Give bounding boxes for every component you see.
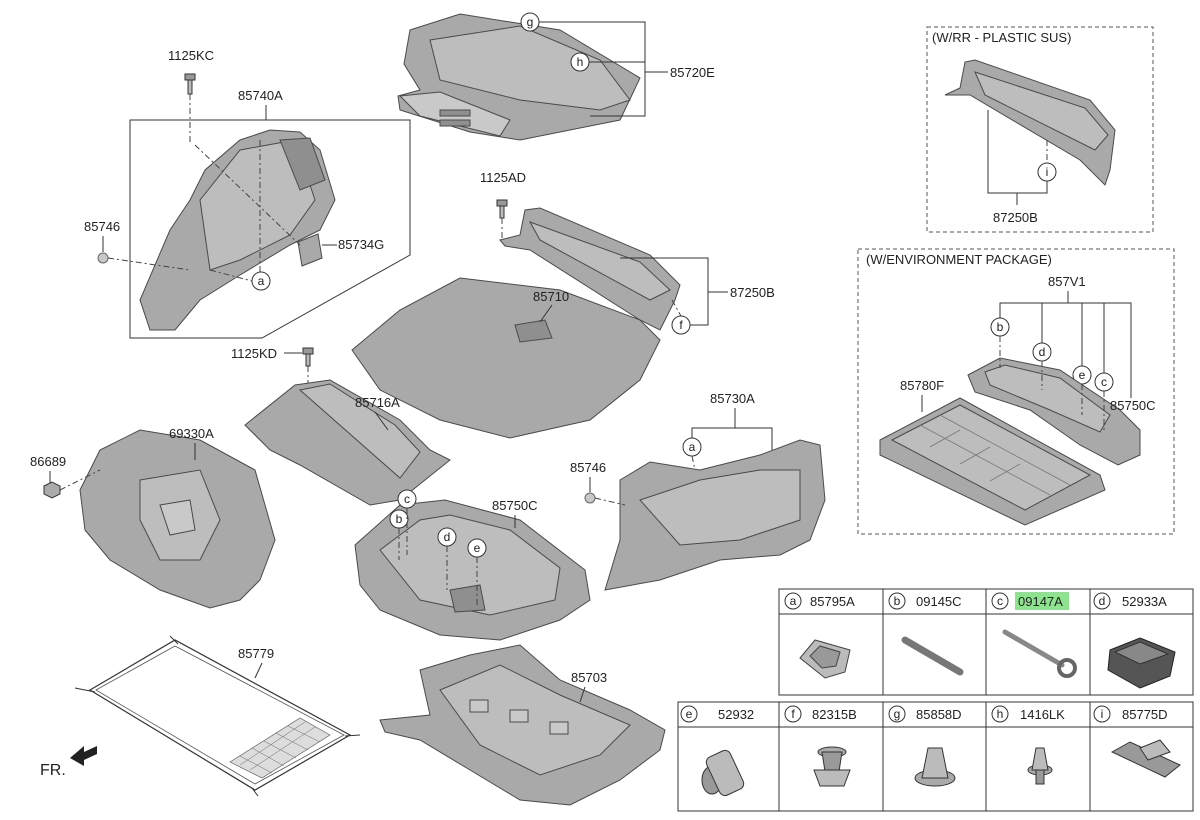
legend-cell-i: i 85775D: [1093, 705, 1168, 723]
legend-key-c: c: [997, 594, 1003, 608]
callout-c-mid: c: [404, 492, 410, 506]
part-85779-shape: [74, 635, 361, 797]
legend-cell-e: e 52932: [680, 705, 754, 723]
label-1125KC: 1125KC: [168, 48, 214, 63]
label-85734G: 85734G: [338, 237, 384, 252]
part-69330A-shape: [79, 429, 276, 609]
box2-label-857V1: 857V1: [1048, 274, 1086, 289]
option-box-plastic-sus: [926, 26, 1154, 233]
label-85746-left: 85746: [84, 219, 120, 234]
callout-h: h: [577, 55, 584, 69]
label-69330A: 69330A: [169, 426, 214, 441]
callout-a-left: a: [258, 274, 265, 288]
legend-cell-h: h 1416LK: [991, 705, 1065, 723]
label-85730A: 85730A: [710, 391, 755, 406]
callout-g: g: [527, 15, 534, 29]
bolt-icon-1125KC: [184, 73, 196, 95]
callout-e-mid: e: [474, 541, 481, 555]
legend-cell-f: f 82315B: [784, 705, 857, 723]
option-box-environment: [857, 248, 1175, 535]
label-85710: 85710: [533, 289, 569, 304]
clip-82315B-icon: [813, 746, 851, 787]
callout-i: i: [1046, 165, 1049, 179]
part-85740A-shape: [139, 129, 336, 331]
part-85734G-shape: [297, 233, 323, 267]
front-arrow-icon: [70, 746, 97, 766]
label-85750C-mid: 85750C: [492, 498, 538, 513]
box2-label-85750C: 85750C: [1110, 398, 1156, 413]
label-1125AD: 1125AD: [480, 170, 526, 185]
legend-key-a: a: [790, 594, 797, 608]
bracket-85775D-icon: [1110, 739, 1181, 778]
legend-cell-a: a 85795A: [784, 592, 855, 610]
legend-part-52932: 52932: [718, 707, 754, 722]
label-85720E: 85720E: [670, 65, 715, 80]
callout-d-mid: d: [444, 530, 451, 544]
callout-b-box: b: [997, 320, 1004, 334]
bolt-icon-1125AD: [496, 199, 508, 219]
compressor-52933A-icon: [1107, 637, 1176, 689]
callout-f: f: [679, 318, 683, 332]
legend-part-85858D: 85858D: [916, 707, 962, 722]
part-85703-shape: [379, 644, 666, 806]
clip-85858D-icon: [914, 747, 956, 787]
legend-table: [677, 588, 1194, 812]
clip-85795A-icon: [799, 639, 851, 679]
legend-part-1416LK: 1416LK: [1020, 707, 1065, 722]
box1-label-87250B: 87250B: [993, 210, 1038, 225]
part-85716A-shape: [244, 379, 451, 506]
callout-d-box: d: [1039, 345, 1046, 359]
box2-title: (W/ENVIRONMENT PACKAGE): [866, 252, 1052, 267]
label-85716A: 85716A: [355, 395, 400, 410]
legend-part-85775D: 85775D: [1122, 707, 1168, 722]
legend-key-e: e: [686, 707, 693, 721]
wrench-09147A-icon: [1002, 629, 1077, 678]
part-87250B-box-shape: [944, 59, 1116, 186]
legend-key-b: b: [894, 594, 901, 608]
part-85710-shape: [351, 277, 661, 439]
legend-cell-c: c 09147A: [991, 592, 1069, 610]
box1-title: (W/RR - PLASTIC SUS): [932, 30, 1071, 45]
legend-part-09147A: 09147A: [1018, 594, 1063, 609]
label-85703: 85703: [571, 670, 607, 685]
pin-09145C-icon: [901, 636, 964, 676]
part-85730A-shape: [604, 439, 826, 591]
callout-c-box: c: [1101, 375, 1107, 389]
legend-cell-d: d 52933A: [1093, 592, 1167, 610]
legend-key-g: g: [894, 707, 901, 721]
legend-cell-g: g 85858D: [888, 705, 962, 723]
callout-e-box: e: [1079, 368, 1086, 382]
cap-52932-icon: [701, 749, 745, 797]
label-85779: 85779: [238, 646, 274, 661]
label-85746-right: 85746: [570, 460, 606, 475]
bolt-icon-1125KD: [302, 347, 314, 367]
legend-key-d: d: [1099, 594, 1106, 608]
highlight-marker: [1015, 592, 1069, 610]
label-87250B-mid: 87250B: [730, 285, 775, 300]
label-86689: 86689: [30, 454, 66, 469]
callout-a-right: a: [689, 440, 696, 454]
nut-icon-86689: [43, 481, 61, 499]
box2-label-85780F: 85780F: [900, 378, 944, 393]
legend-key-i: i: [1101, 707, 1104, 721]
label-85740A: 85740A: [238, 88, 283, 103]
part-85750C-shape: [354, 499, 591, 641]
callout-b-mid: b: [396, 512, 403, 526]
legend-part-82315B: 82315B: [812, 707, 857, 722]
part-85780F-shape: [879, 397, 1106, 526]
part-857V1-shape: [967, 357, 1141, 466]
legend-key-f: f: [791, 707, 795, 721]
legend-key-h: h: [997, 707, 1004, 721]
part-85720E-shape: [397, 13, 641, 141]
label-fr: FR.: [40, 762, 66, 779]
legend-part-85795A: 85795A: [810, 594, 855, 609]
legend-part-52933A: 52933A: [1122, 594, 1167, 609]
part-87250B-shape: [499, 207, 681, 331]
label-1125KD: 1125KD: [231, 346, 277, 361]
pin-1416LK-icon: [1027, 747, 1053, 785]
legend-part-09145C: 09145C: [916, 594, 962, 609]
legend-cell-b: b 09145C: [888, 592, 962, 610]
